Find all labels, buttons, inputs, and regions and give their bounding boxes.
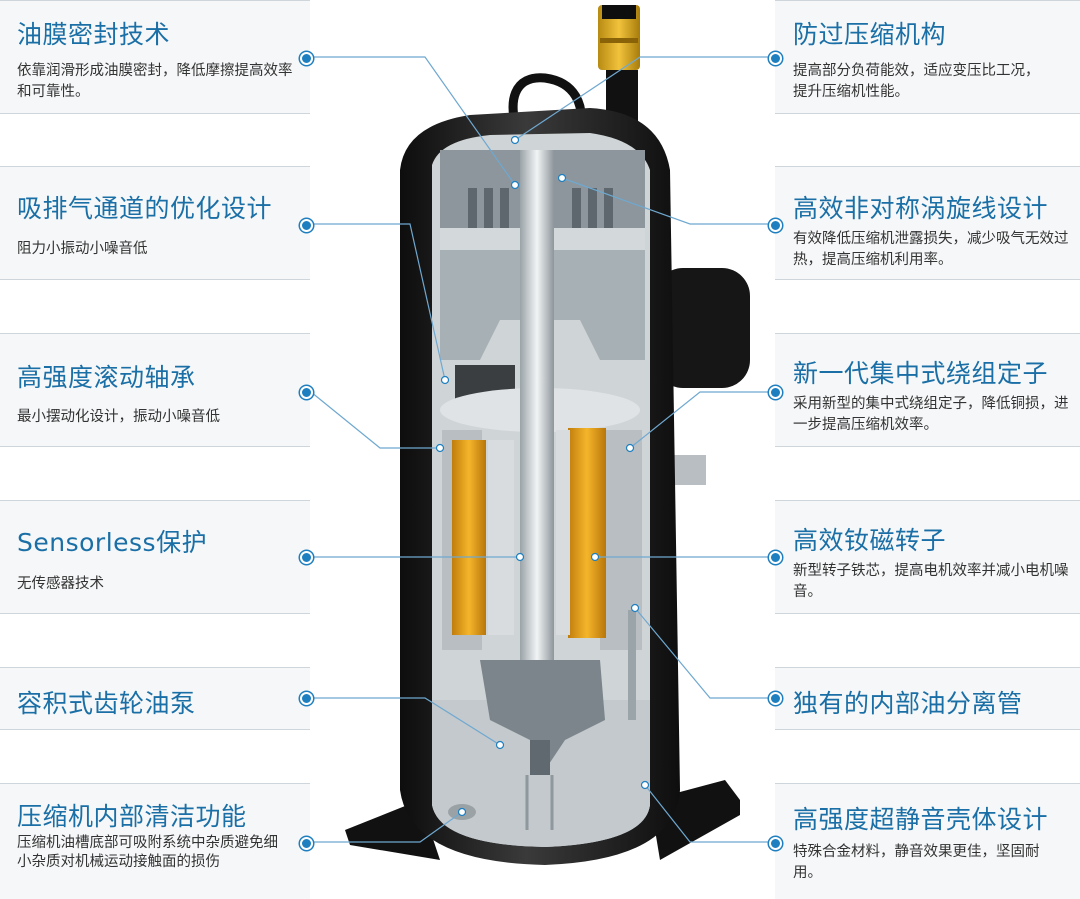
feature-rolling-bearing: 高强度滚动轴承 最小摆动化设计，振动小噪音低 (0, 333, 313, 447)
feature-oil-separator-tube: 独有的内部油分离管 (769, 667, 1080, 730)
pointer-dot (300, 551, 313, 564)
feature-intake-exhaust-design: 吸排气通道的优化设计 阻力小振动小噪音低 (0, 166, 313, 280)
feature-concentrated-winding-stator: 新一代集中式绕组定子 采用新型的集中式绕组定子，降低铜损，进一步提高压缩机效率。 (769, 333, 1080, 447)
pointer-dot (300, 219, 313, 232)
feature-title: Sensorless保护 (17, 528, 208, 557)
pointer-dot (300, 837, 313, 850)
feature-desc: 压缩机油槽底部可吸附系统中杂质避免细小杂质对机械运动接触面的损伤 (17, 835, 278, 870)
feature-desc: 特殊合金材料，静音效果更佳，坚固耐用。 (793, 844, 1040, 881)
feature-title: 容积式齿轮油泵 (17, 689, 196, 718)
pointer-dot (769, 52, 782, 65)
pointer-dot (769, 837, 782, 850)
pointer-dot (300, 386, 313, 399)
feature-title: 防过压缩机构 (793, 20, 947, 49)
feature-desc: 无传感器技术 (17, 576, 104, 592)
feature-asymmetric-scroll: 高效非对称涡旋线设计 有效降低压缩机泄露损失，减少吸气无效过热，提高压缩机利用率… (769, 166, 1080, 280)
feature-title: 独有的内部油分离管 (793, 689, 1023, 718)
feature-neodymium-rotor: 高效钕磁转子 新型转子铁芯，提高电机效率并减小电机噪音。 (769, 500, 1080, 614)
feature-title: 高强度超静音壳体设计 (793, 805, 1049, 834)
pointer-dot (300, 692, 313, 705)
feature-title: 吸排气通道的优化设计 (17, 194, 273, 223)
pointer-dot (769, 219, 782, 232)
feature-desc: 提高部分负荷能效，适应变压比工况，提升压缩机性能。 (793, 63, 1040, 100)
feature-title: 油膜密封技术 (17, 20, 171, 49)
feature-desc: 采用新型的集中式绕组定子，降低铜损，进一步提高压缩机效率。 (793, 396, 1069, 433)
feature-title: 高效钕磁转子 (793, 526, 947, 555)
feature-desc: 新型转子铁芯，提高电机效率并减小电机噪音。 (793, 563, 1069, 600)
feature-desc: 阻力小振动小噪音低 (17, 241, 148, 257)
feature-internal-cleaning: 压缩机内部清洁功能 压缩机油槽底部可吸附系统中杂质避免细小杂质对机械运动接触面的… (0, 783, 313, 899)
feature-desc: 依靠润滑形成油膜密封，降低摩擦提高效率和可靠性。 (17, 63, 293, 100)
pointer-dot (769, 551, 782, 564)
pointer-dot (769, 386, 782, 399)
pointer-dot (769, 692, 782, 705)
feature-oil-film-seal: 油膜密封技术 依靠润滑形成油膜密封，降低摩擦提高效率和可靠性。 (0, 0, 313, 114)
feature-silent-shell: 高强度超静音壳体设计 特殊合金材料，静音效果更佳，坚固耐用。 (769, 783, 1080, 899)
feature-over-compression-prevention: 防过压缩机构 提高部分负荷能效，适应变压比工况，提升压缩机性能。 (769, 0, 1080, 114)
feature-desc: 最小摆动化设计，振动小噪音低 (17, 409, 220, 425)
feature-title: 高效非对称涡旋线设计 (793, 194, 1049, 223)
feature-title: 高强度滚动轴承 (17, 363, 196, 392)
feature-title: 新一代集中式绕组定子 (793, 359, 1049, 388)
feature-desc: 有效降低压缩机泄露损失，减少吸气无效过热，提高压缩机利用率。 (793, 231, 1069, 268)
feature-gear-oil-pump: 容积式齿轮油泵 (0, 667, 313, 730)
feature-sensorless: Sensorless保护 无传感器技术 (0, 500, 313, 614)
feature-title: 压缩机内部清洁功能 (17, 802, 247, 831)
pointer-dot (300, 52, 313, 65)
